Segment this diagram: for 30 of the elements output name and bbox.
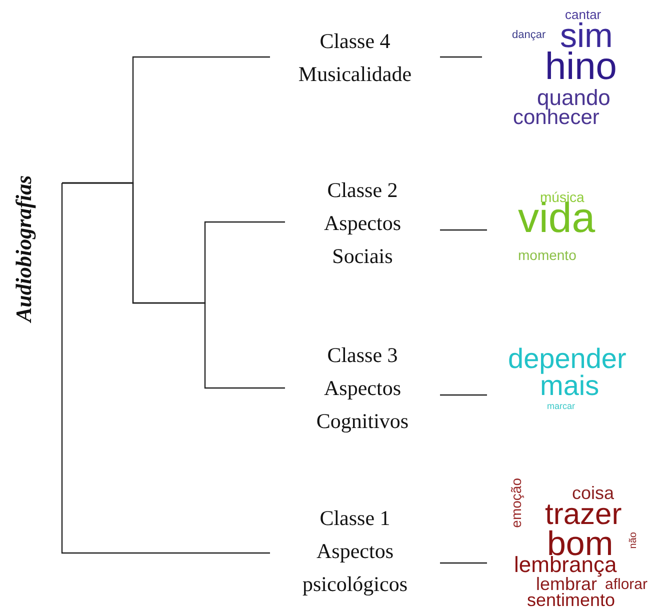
cloud-word: música bbox=[540, 190, 584, 204]
class-name: Aspectos Sociais bbox=[323, 210, 402, 270]
class-heading: Classe 4 bbox=[320, 28, 390, 55]
cloud-word: conhecer bbox=[513, 107, 600, 128]
cloud-word: aflorar bbox=[605, 577, 648, 592]
connector-line bbox=[440, 56, 482, 58]
cloud-word: lembrar bbox=[536, 575, 598, 593]
cloud-word: quando bbox=[537, 87, 610, 109]
class-name: Aspectos Cognitivos bbox=[315, 375, 410, 435]
cloud-word: cantar bbox=[565, 8, 602, 21]
cloud-word: trazer bbox=[545, 500, 622, 530]
cloud-word: dançar bbox=[512, 30, 546, 41]
dendrogram-branch bbox=[61, 183, 270, 554]
class-name: Musicalidade bbox=[298, 61, 412, 88]
class-name: Aspectos psicológicos bbox=[302, 538, 408, 598]
cloud-word: emoção bbox=[509, 478, 523, 528]
class-heading: Classe 2 bbox=[327, 177, 398, 204]
axis-title: Audiobiografias bbox=[11, 175, 37, 322]
cloud-word: momento bbox=[518, 248, 576, 262]
cloud-word: sentimento bbox=[527, 591, 616, 609]
cloud-word: coisa bbox=[572, 484, 614, 502]
connector-line bbox=[440, 229, 487, 231]
class-heading: Classe 1 bbox=[320, 505, 390, 532]
connector-line bbox=[440, 562, 487, 564]
connector-line bbox=[440, 394, 487, 396]
cloud-word: depender bbox=[508, 345, 626, 373]
class-heading: Classe 3 bbox=[327, 342, 398, 369]
cloud-word: marcar bbox=[547, 402, 576, 411]
cloud-word: não bbox=[629, 532, 639, 549]
dendrogram-branch bbox=[62, 182, 285, 389]
